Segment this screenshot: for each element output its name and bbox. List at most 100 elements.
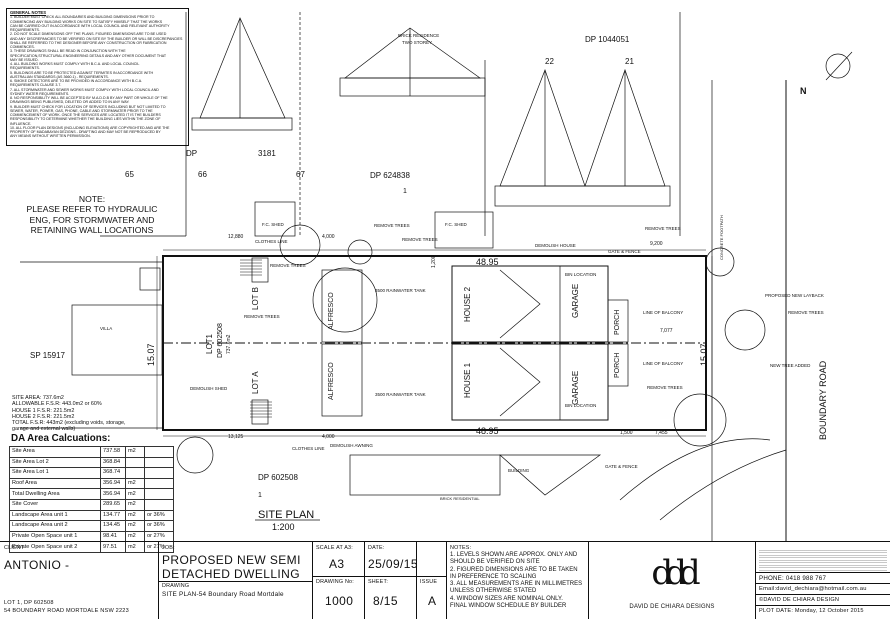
porch-bottom-label: PORCH xyxy=(614,353,621,378)
dim-4000-top: 4,000 xyxy=(322,234,335,240)
da-area-pct: or 27% xyxy=(144,541,174,553)
da-area-value: 368.74 xyxy=(100,467,126,479)
job-line-1: PROPOSED NEW SEMI xyxy=(162,553,301,567)
dim-7455: 7,455 xyxy=(655,430,668,436)
da-area-value: 368.84 xyxy=(100,456,126,469)
rainwater-tank-bottom-label: 3500 RAINWATER TANK xyxy=(375,392,426,397)
villa-label: VILLA xyxy=(100,326,112,331)
plot-date: PLOT DATE: Monday, 12 October 2015 xyxy=(759,608,864,614)
dim-1500: 1,500 xyxy=(620,430,633,436)
general-note-line: 9. BUILDER MUST CHECK FOR LOCATION OF SE… xyxy=(10,104,166,109)
da-area-value: 356.94 xyxy=(100,488,126,500)
general-note-line: COMMENCEMENT OF WORK. ONCE THE SERVICES … xyxy=(10,113,161,117)
hydraulic-note: NOTE: PLEASE REFER TO HYDRAULIC ENG, FOR… xyxy=(12,194,172,236)
general-notes-box: GENERAL NOTES 1. BUILDER MUST CHECK ALL … xyxy=(6,8,189,146)
da-area-label: Site Area xyxy=(9,446,101,458)
lot-line: LOT 1, DP 602508 xyxy=(4,600,54,606)
porch-top-label: PORCH xyxy=(614,310,621,335)
general-note-line: PROPERTY OF MADABAYAN DEZIGNS - DRAFTING… xyxy=(10,130,161,134)
scale-cell: SCALE AT A3: A3 DRAWING No: 1000 xyxy=(312,542,364,619)
remove-trees-label: REMOVE TREES xyxy=(374,223,410,228)
site-plan-scale: 1:200 xyxy=(272,522,295,532)
neighbour-roof-left xyxy=(199,17,286,119)
garage-top-label: GARAGE xyxy=(571,284,580,318)
general-note-line: SHALL BE REFERRED TO THE DESIGNER BEFORE… xyxy=(10,40,167,45)
neighbour-roof-right-a xyxy=(499,68,586,187)
dim-right: 15.07 xyxy=(699,343,709,366)
lot-1-bottom: 1 xyxy=(258,492,262,499)
house-2-outline xyxy=(451,265,609,343)
general-note-line: 7. ALL STORMWATER AND SEWER WORKS MUST C… xyxy=(10,87,159,92)
general-note-line: SYDNEY WATER REQUIREMENTS. xyxy=(10,91,70,96)
bin-location-top-label: BIN LOCATION xyxy=(565,272,596,277)
general-note-line: 1. BUILDER MUST CHECK ALL BOUNDARIES AND… xyxy=(10,15,155,20)
fc-shed-2-label: F.C. SHED xyxy=(445,222,468,227)
da-area-pct xyxy=(144,498,174,511)
general-note-line: COMMENCING ANY BUILDING WORKS ON SITE TO… xyxy=(10,19,163,24)
dp-624838: DP 624838 xyxy=(370,171,410,180)
note-line: SHOULD BE VERIFIED ON SITE xyxy=(450,559,540,566)
proposed-layback-label: PROPOSED NEW LAYBACK xyxy=(765,293,824,298)
da-area-label: Landscape Area unit 2 xyxy=(9,520,101,532)
da-area-pct: or 36% xyxy=(144,520,174,532)
line-of-balcony-top-label: LINE OF BALCONY xyxy=(643,310,683,315)
alfresco-bottom-label: ALFRESCO xyxy=(328,362,335,400)
general-note-line: 2. DO NOT SCALE DIMENSIONS OFF THE PLANS… xyxy=(10,32,167,37)
dp-label: DP xyxy=(186,149,197,158)
company-name: DAVID DE CHIARA DESIGNS xyxy=(629,604,715,610)
issue-label: ISSUE xyxy=(420,579,438,585)
drawing-no-label: DRAWING No: xyxy=(316,579,354,585)
date-cell: DATE: 25/09/15 SHEET: 8/15 xyxy=(364,542,418,619)
da-area-unit: m2 xyxy=(125,498,145,511)
da-area-label: Site Area Lot 2 xyxy=(9,456,101,469)
date-value: 25/09/15 xyxy=(368,557,418,571)
job-line-2: DETACHED DWELLING xyxy=(162,567,300,581)
dim-4000-bottom: 4,000 xyxy=(322,434,335,440)
date-label: DATE: xyxy=(368,545,385,551)
concrete-footpath-label: CONCRETE FOOTPATH xyxy=(719,215,724,260)
dim-9200: 9,200 xyxy=(650,241,663,247)
gate-fence-top-label: GATE & FENCE xyxy=(608,249,641,254)
site-summary-line: garage and external walls) xyxy=(12,426,76,433)
general-note-line: REQUIREMENTS. xyxy=(10,66,40,71)
site-plan-title: SITE PLAN xyxy=(258,509,314,521)
hydraulic-note-line: RETAINING WALL LOCATIONS xyxy=(30,225,154,236)
sp-15917: SP 15917 xyxy=(30,351,66,360)
alfresco-top xyxy=(321,269,363,343)
note-line: 4. WINDOW SIZES ARE NOMINAL ONLY. xyxy=(450,595,563,602)
general-note-line: SEWER, WATER, POWER, GAS, PHONE, CABLE A… xyxy=(10,108,153,113)
site-summary-line: ALLOWABLE F.S.R: 443.0m2 or 60% xyxy=(12,401,102,408)
copyright: ©DAVID DE CHIARA DESIGN xyxy=(759,597,840,603)
dim-13125: 13,125 xyxy=(228,434,244,440)
lot1-area: 737.6m2 xyxy=(226,334,232,354)
remove-trees-label: REMOVE TREES xyxy=(645,226,681,231)
house-1-outline xyxy=(451,343,609,421)
hydraulic-note-heading: NOTE: xyxy=(78,194,106,204)
dim-left: 15.07 xyxy=(146,343,156,366)
da-area-label: Site Cover xyxy=(9,498,101,511)
dp-602508: DP 602508 xyxy=(258,473,298,482)
dim-12880: 12,880 xyxy=(228,234,244,240)
fine-print-block xyxy=(759,548,887,572)
demolish-awning-label: DEMOLISH AWNING xyxy=(330,443,373,448)
general-notes-lines: 1. BUILDER MUST CHECK ALL BOUNDARIES AND… xyxy=(10,15,185,138)
note-line: 2. FIGURED DIMENSIONS ARE TO BE TAKEN xyxy=(450,566,578,573)
lot-22: 22 xyxy=(545,57,554,66)
site-summary-line: TOTAL F.S.R: 443m2 (excluding voids, sto… xyxy=(12,420,126,427)
company-logo: ddd xyxy=(651,553,700,593)
note-line: UNLESS OTHERWISE STATED xyxy=(450,588,537,595)
lot-a-label: LOT A xyxy=(251,371,260,394)
north-arrow-circle xyxy=(825,53,851,79)
da-area-label: Landscape Area unit 1 xyxy=(9,509,101,522)
rainwater-tank-bottom xyxy=(251,399,269,425)
lot1-dp: DP 602508 xyxy=(217,323,224,358)
house-2-label: HOUSE 2 xyxy=(463,286,472,322)
da-area-pct xyxy=(144,488,174,500)
sheet-label: SHEET: xyxy=(368,579,389,585)
